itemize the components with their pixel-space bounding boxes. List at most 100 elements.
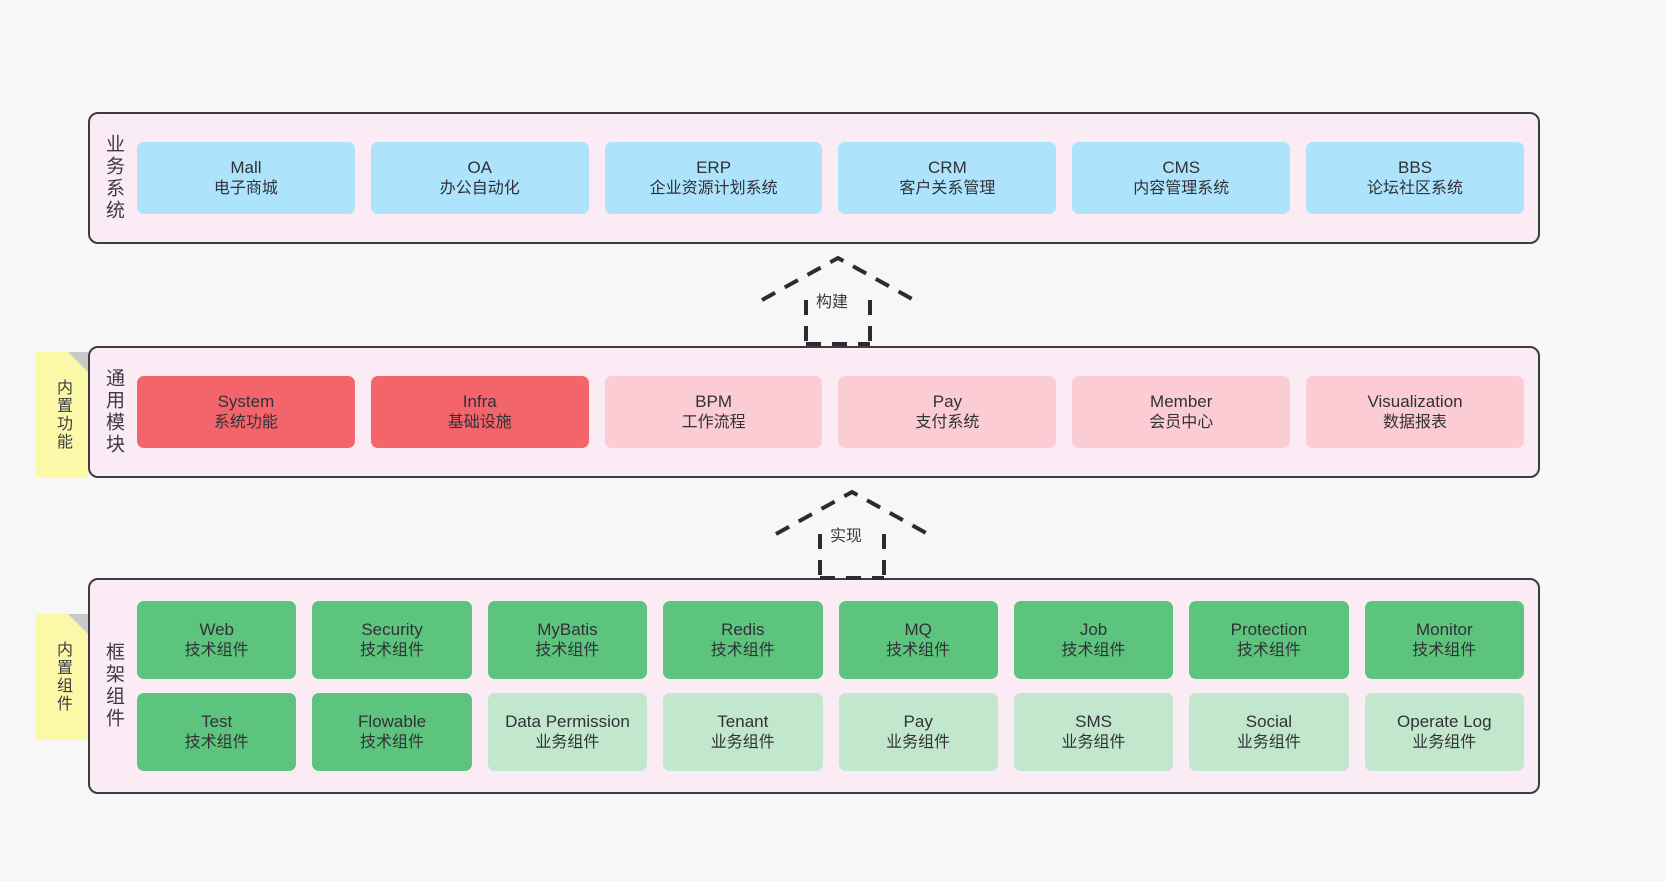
module-subtitle: 数据报表 bbox=[1383, 413, 1448, 431]
component-subtitle: 技术组件 bbox=[535, 641, 600, 659]
component-subtitle: 技术组件 bbox=[886, 641, 951, 659]
component-card-protection[interactable]: Protection 技术组件 bbox=[1189, 601, 1349, 679]
component-subtitle: 业务组件 bbox=[535, 733, 600, 751]
component-subtitle: 技术组件 bbox=[710, 641, 775, 659]
component-subtitle: 业务组件 bbox=[1236, 733, 1301, 751]
layer-common-modules: 通用模块 System 系统功能 Infra 基础设施 BPM 工作流程 Pay… bbox=[88, 346, 1540, 478]
layer-body-common: System 系统功能 Infra 基础设施 BPM 工作流程 Pay 支付系统… bbox=[133, 348, 1538, 476]
layer-business-systems: 业务系统 Mall 电子商城 OA 办公自动化 ERP 企业资源计划系统 CRM… bbox=[88, 112, 1540, 244]
module-name: OA bbox=[467, 158, 493, 178]
layer-framework-components: 框架组件 Web 技术组件 Security 技术组件 MyBatis 技术组件… bbox=[88, 578, 1540, 794]
module-name: BBS bbox=[1398, 158, 1433, 178]
module-card-bbs[interactable]: BBS 论坛社区系统 bbox=[1306, 142, 1524, 214]
module-card-mall[interactable]: Mall 电子商城 bbox=[137, 142, 355, 214]
module-row: Test 技术组件 Flowable 技术组件 Data Permission … bbox=[137, 693, 1524, 771]
component-name: Redis bbox=[721, 620, 765, 640]
component-subtitle: 技术组件 bbox=[184, 641, 249, 659]
module-name: Pay bbox=[932, 392, 963, 412]
module-card-visualization[interactable]: Visualization 数据报表 bbox=[1306, 376, 1524, 448]
component-card-social[interactable]: Social 业务组件 bbox=[1189, 693, 1349, 771]
layer-title-common: 通用模块 bbox=[103, 368, 124, 456]
connector-build: 构建 bbox=[748, 248, 928, 348]
module-subtitle: 企业资源计划系统 bbox=[649, 179, 778, 197]
note-label: 内置功能 bbox=[54, 379, 71, 451]
component-name: Security bbox=[361, 620, 423, 640]
component-card-pay[interactable]: Pay 业务组件 bbox=[838, 693, 998, 771]
module-name: Visualization bbox=[1367, 392, 1463, 412]
component-card-tenant[interactable]: Tenant 业务组件 bbox=[663, 693, 823, 771]
module-card-infra[interactable]: Infra 基础设施 bbox=[370, 376, 589, 448]
component-subtitle: 技术组件 bbox=[1412, 641, 1477, 659]
component-name: SMS bbox=[1075, 712, 1112, 732]
component-subtitle: 业务组件 bbox=[1412, 733, 1477, 751]
component-card-web[interactable]: Web 技术组件 bbox=[137, 601, 297, 679]
module-name: System bbox=[217, 392, 275, 412]
module-card-bpm[interactable]: BPM 工作流程 bbox=[604, 376, 823, 448]
component-name: Monitor bbox=[1415, 620, 1473, 640]
module-card-system[interactable]: System 系统功能 bbox=[137, 376, 355, 448]
module-row: Mall 电子商城 OA 办公自动化 ERP 企业资源计划系统 CRM 客户关系… bbox=[137, 142, 1524, 214]
component-card-flowable[interactable]: Flowable 技术组件 bbox=[312, 693, 472, 771]
component-name: Test bbox=[201, 712, 233, 732]
connector-label-build: 构建 bbox=[814, 288, 851, 312]
component-name: Protection bbox=[1230, 620, 1308, 640]
component-subtitle: 技术组件 bbox=[184, 733, 249, 751]
component-card-mybatis[interactable]: MyBatis 技术组件 bbox=[487, 601, 648, 679]
module-name: CMS bbox=[1162, 158, 1201, 178]
component-card-operate-log[interactable]: Operate Log 业务组件 bbox=[1364, 693, 1524, 771]
component-card-monitor[interactable]: Monitor 技术组件 bbox=[1364, 601, 1524, 679]
component-card-security[interactable]: Security 技术组件 bbox=[312, 601, 472, 679]
module-card-cms[interactable]: CMS 内容管理系统 bbox=[1072, 142, 1291, 214]
module-name: Mall bbox=[230, 158, 262, 178]
component-subtitle: 技术组件 bbox=[1236, 641, 1301, 659]
note-builtin-components: 内置组件 bbox=[36, 614, 88, 740]
component-name: Job bbox=[1079, 620, 1108, 640]
dashed-realization-arrow-icon bbox=[761, 255, 915, 348]
module-subtitle: 基础设施 bbox=[447, 413, 512, 431]
module-subtitle: 客户关系管理 bbox=[899, 179, 996, 197]
component-card-data-permission[interactable]: Data Permission 业务组件 bbox=[487, 693, 648, 771]
layer-title-framework: 框架组件 bbox=[103, 642, 124, 730]
component-subtitle: 技术组件 bbox=[360, 733, 425, 751]
module-card-pay[interactable]: Pay 支付系统 bbox=[838, 376, 1057, 448]
component-card-mq[interactable]: MQ 技术组件 bbox=[838, 601, 998, 679]
module-name: Member bbox=[1150, 392, 1213, 412]
module-card-erp[interactable]: ERP 企业资源计划系统 bbox=[604, 142, 823, 214]
module-card-crm[interactable]: CRM 客户关系管理 bbox=[838, 142, 1057, 214]
component-card-job[interactable]: Job 技术组件 bbox=[1013, 601, 1174, 679]
note-builtin-features: 内置功能 bbox=[36, 352, 88, 478]
module-subtitle: 办公自动化 bbox=[439, 179, 520, 197]
module-subtitle: 内容管理系统 bbox=[1133, 179, 1230, 197]
component-subtitle: 业务组件 bbox=[886, 733, 951, 751]
component-name: MyBatis bbox=[537, 620, 598, 640]
component-name: Tenant bbox=[717, 712, 769, 732]
component-name: Data Permission bbox=[505, 712, 630, 732]
component-name: MQ bbox=[904, 620, 932, 640]
module-subtitle: 支付系统 bbox=[915, 413, 980, 431]
module-name: Infra bbox=[462, 392, 497, 412]
component-subtitle: 业务组件 bbox=[710, 733, 775, 751]
module-row: Web 技术组件 Security 技术组件 MyBatis 技术组件 Redi… bbox=[137, 601, 1524, 679]
component-subtitle: 业务组件 bbox=[1061, 733, 1126, 751]
module-subtitle: 会员中心 bbox=[1149, 413, 1214, 431]
dashed-realization-arrow-icon bbox=[775, 489, 929, 582]
connector-label-implement: 实现 bbox=[828, 522, 865, 546]
component-name: Web bbox=[199, 620, 235, 640]
note-label: 内置组件 bbox=[54, 641, 71, 713]
module-card-oa[interactable]: OA 办公自动化 bbox=[370, 142, 589, 214]
module-card-member[interactable]: Member 会员中心 bbox=[1072, 376, 1291, 448]
layer-title-business: 业务系统 bbox=[103, 134, 124, 222]
component-card-sms[interactable]: SMS 业务组件 bbox=[1013, 693, 1174, 771]
module-name: BPM bbox=[695, 392, 732, 412]
component-name: Operate Log bbox=[1397, 712, 1492, 732]
component-card-redis[interactable]: Redis 技术组件 bbox=[663, 601, 823, 679]
component-name: Flowable bbox=[358, 712, 427, 732]
component-card-test[interactable]: Test 技术组件 bbox=[137, 693, 297, 771]
module-name: CRM bbox=[928, 158, 967, 178]
layer-body-framework: Web 技术组件 Security 技术组件 MyBatis 技术组件 Redi… bbox=[133, 580, 1538, 792]
component-subtitle: 技术组件 bbox=[1061, 641, 1126, 659]
module-row: System 系统功能 Infra 基础设施 BPM 工作流程 Pay 支付系统… bbox=[137, 376, 1524, 448]
module-subtitle: 工作流程 bbox=[681, 413, 746, 431]
component-subtitle: 技术组件 bbox=[360, 641, 425, 659]
